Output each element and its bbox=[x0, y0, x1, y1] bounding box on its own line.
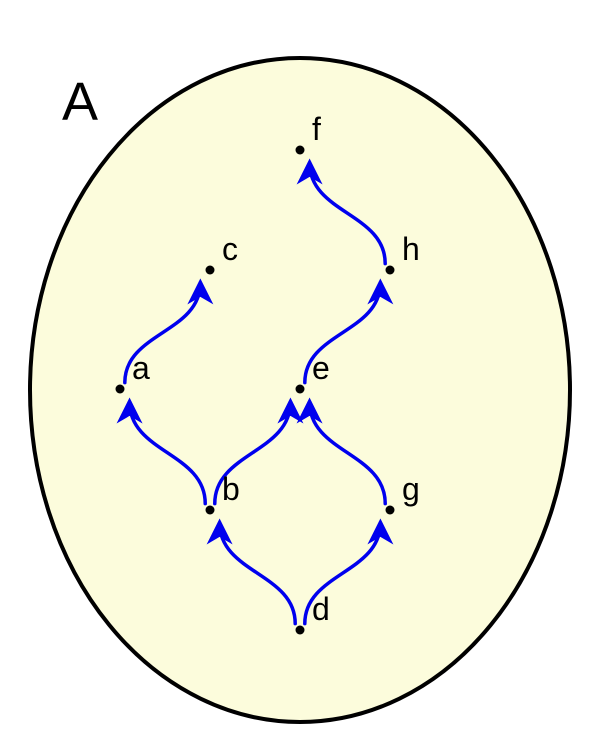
edge-d-to-g bbox=[303, 518, 394, 626]
node-d-point bbox=[295, 625, 305, 635]
edges-layer bbox=[116, 158, 394, 626]
node-c-label: c bbox=[222, 231, 238, 267]
node-b-label: b bbox=[222, 471, 240, 507]
set-label: A bbox=[62, 72, 98, 132]
edge-b-to-e bbox=[213, 397, 304, 506]
node-c-point bbox=[205, 265, 215, 275]
node-f-label: f bbox=[312, 111, 321, 147]
node-f-point bbox=[295, 145, 305, 155]
edge-a-to-c bbox=[123, 278, 214, 385]
node-e-point bbox=[295, 384, 305, 394]
node-g-label: g bbox=[402, 471, 420, 507]
edge-g-to-e bbox=[296, 397, 387, 506]
node-e-label: e bbox=[312, 350, 330, 386]
node-h-label: h bbox=[402, 231, 420, 267]
nodes-layer: a b c d e f g h bbox=[115, 111, 420, 635]
node-d-label: d bbox=[312, 591, 330, 627]
node-a-label: a bbox=[132, 350, 150, 386]
node-g-point bbox=[385, 505, 395, 515]
node-a-point bbox=[115, 384, 125, 394]
edge-e-to-h bbox=[303, 278, 394, 385]
node-b-point bbox=[205, 505, 215, 515]
edge-b-to-a bbox=[116, 397, 207, 506]
edge-d-to-b bbox=[206, 518, 297, 626]
node-h-point bbox=[385, 265, 395, 275]
edge-h-to-f bbox=[296, 158, 387, 266]
